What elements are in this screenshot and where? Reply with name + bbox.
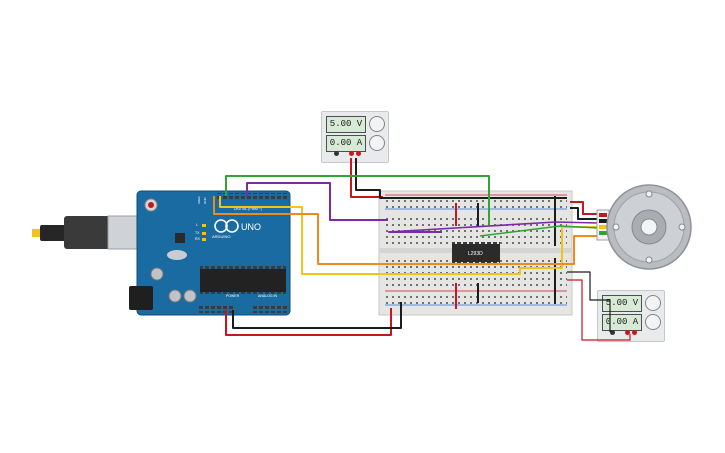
- led-tx-label: TX: [195, 231, 200, 235]
- chip-pins-bottom: [200, 292, 286, 296]
- reset-button-cap: [148, 202, 154, 208]
- motor-screw-bottom: [645, 256, 653, 264]
- motor-screw-left: [612, 223, 620, 231]
- wire-motor-red[interactable]: [570, 201, 598, 215]
- motor-screw-top: [645, 190, 653, 198]
- power-header-label: POWER: [226, 294, 240, 298]
- usb-cable-body: [40, 225, 68, 241]
- dc-jack: [129, 286, 153, 310]
- bottom-power-rail[interactable]: [385, 292, 567, 304]
- motor-connector[interactable]: [596, 209, 610, 241]
- wire-supply-red[interactable]: [350, 158, 383, 198]
- digital-header-label: DIGITAL (PWM ~): [234, 207, 262, 211]
- wire-green-motor[interactable]: [479, 225, 599, 237]
- voltage-knob[interactable]: [369, 116, 385, 132]
- positive-terminal-2[interactable]: [356, 151, 361, 156]
- chip-label: L293D: [468, 251, 483, 257]
- power-supply-top[interactable]: 5.00 V 0.00 A: [321, 111, 389, 163]
- positive-terminal-2[interactable]: [632, 330, 637, 335]
- connector-pin-red: [599, 213, 607, 217]
- arduino-uno[interactable]: UNO ARDUINO DIGITAL (PWM ~) POWER ANALOG…: [129, 190, 291, 316]
- dc-motor[interactable]: [606, 184, 692, 270]
- wire-arduino-5v[interactable]: [225, 308, 392, 336]
- wire-orange[interactable]: [213, 196, 598, 265]
- arduino-logo-right: [225, 219, 239, 233]
- usb-plug-tip: [32, 229, 42, 237]
- gnd-label: GND: [203, 197, 207, 205]
- wire-supply-black[interactable]: [355, 158, 567, 199]
- wire-purple-motor[interactable]: [387, 221, 599, 233]
- capacitor-1: [150, 267, 164, 281]
- maker-label: ARDUINO: [212, 234, 230, 239]
- positive-terminal[interactable]: [349, 151, 354, 156]
- voltage-display: 5.00 V: [326, 116, 366, 133]
- wire-yellow[interactable]: [219, 196, 598, 275]
- led-l-label: L: [196, 223, 198, 227]
- voltage-display: 5.00 V: [602, 295, 642, 312]
- led-l: [202, 224, 206, 227]
- usb-plug: [64, 216, 112, 249]
- current-display: 0.00 A: [326, 135, 366, 152]
- wire-supply-right-black[interactable]: [567, 271, 611, 332]
- negative-terminal[interactable]: [334, 151, 339, 156]
- negative-terminal[interactable]: [610, 330, 615, 335]
- wires[interactable]: [213, 158, 631, 341]
- led-rx: [202, 238, 206, 241]
- crystal: [167, 250, 187, 260]
- digital-header[interactable]: [215, 193, 287, 200]
- power-header[interactable]: [199, 306, 234, 313]
- led-tx: [202, 232, 206, 235]
- analog-header-label: ANALOG IN: [258, 294, 278, 298]
- current-knob[interactable]: [645, 314, 661, 330]
- usb-cable[interactable]: [32, 215, 159, 250]
- wire-motor-black[interactable]: [570, 207, 598, 220]
- motor-screw-right: [678, 223, 686, 231]
- analog-header[interactable]: [252, 306, 287, 313]
- capacitor-2: [168, 289, 182, 303]
- aref-label: AREF: [197, 196, 201, 204]
- chip-pins-top: [200, 265, 286, 269]
- connector-pin-yellow: [599, 225, 607, 229]
- l293d-pins-top: [452, 242, 500, 244]
- power-supply-right[interactable]: 5.00 V 0.00 A: [597, 290, 665, 342]
- wire-purple[interactable]: [246, 182, 388, 221]
- positive-terminal[interactable]: [625, 330, 630, 335]
- breadboard[interactable]: L293D: [378, 190, 573, 316]
- l293d-chip[interactable]: [452, 244, 500, 262]
- arduino-logo-left: [214, 219, 228, 233]
- usb-chip: [175, 233, 185, 243]
- wire-arduino-gnd[interactable]: [232, 302, 402, 329]
- capacitor-3: [183, 289, 197, 303]
- current-knob[interactable]: [369, 135, 385, 151]
- voltage-knob[interactable]: [645, 295, 661, 311]
- motor-shaft: [640, 218, 658, 236]
- atmega-chip: [200, 269, 286, 292]
- wire-green[interactable]: [225, 175, 490, 226]
- brand-label: UNO: [241, 222, 261, 232]
- connector-pin-black: [599, 219, 607, 223]
- current-display: 0.00 A: [602, 314, 642, 331]
- connector-pin-green: [599, 231, 607, 235]
- led-rx-label: RX: [195, 237, 201, 241]
- wire-supply-right-red[interactable]: [567, 279, 631, 341]
